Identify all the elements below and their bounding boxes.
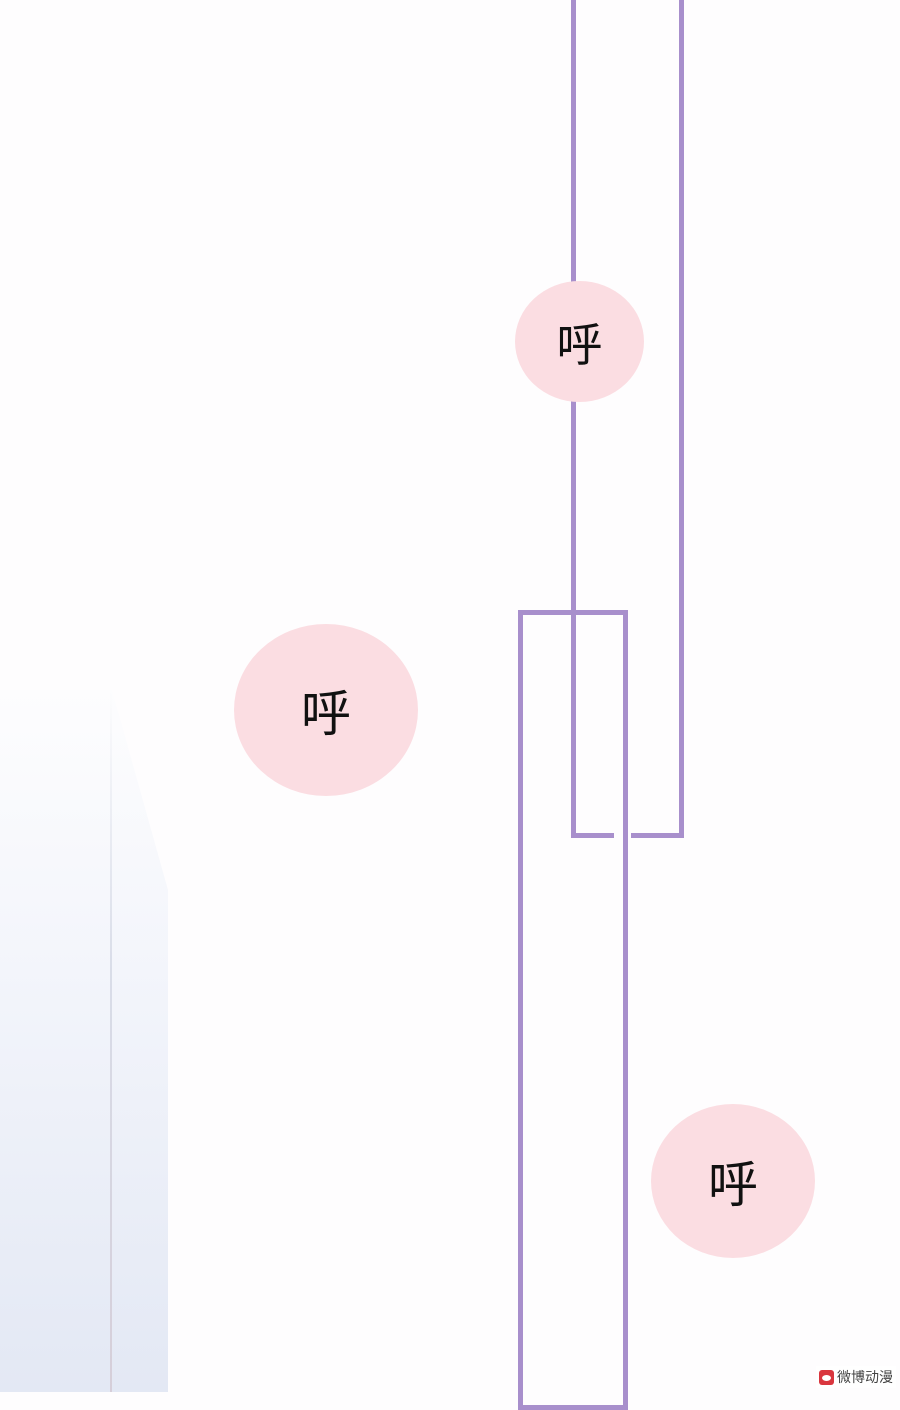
watermark-text: 微博动漫 [837, 1370, 893, 1386]
comic-panel-lower [518, 610, 628, 1410]
sound-effect-text: 呼 [556, 317, 603, 372]
sound-effect-text: 呼 [301, 685, 351, 743]
figure-edge [110, 690, 112, 1392]
watermark: 微博动漫 [816, 1366, 896, 1388]
sound-effect-text: 呼 [708, 1156, 758, 1214]
sound-effect-bubble-middle: 呼 [234, 624, 418, 796]
weibo-logo-icon [819, 1369, 834, 1385]
sound-effect-bubble-top: 呼 [515, 281, 644, 402]
figure-silhouette [0, 690, 168, 1392]
sound-effect-bubble-bottom: 呼 [651, 1104, 815, 1258]
